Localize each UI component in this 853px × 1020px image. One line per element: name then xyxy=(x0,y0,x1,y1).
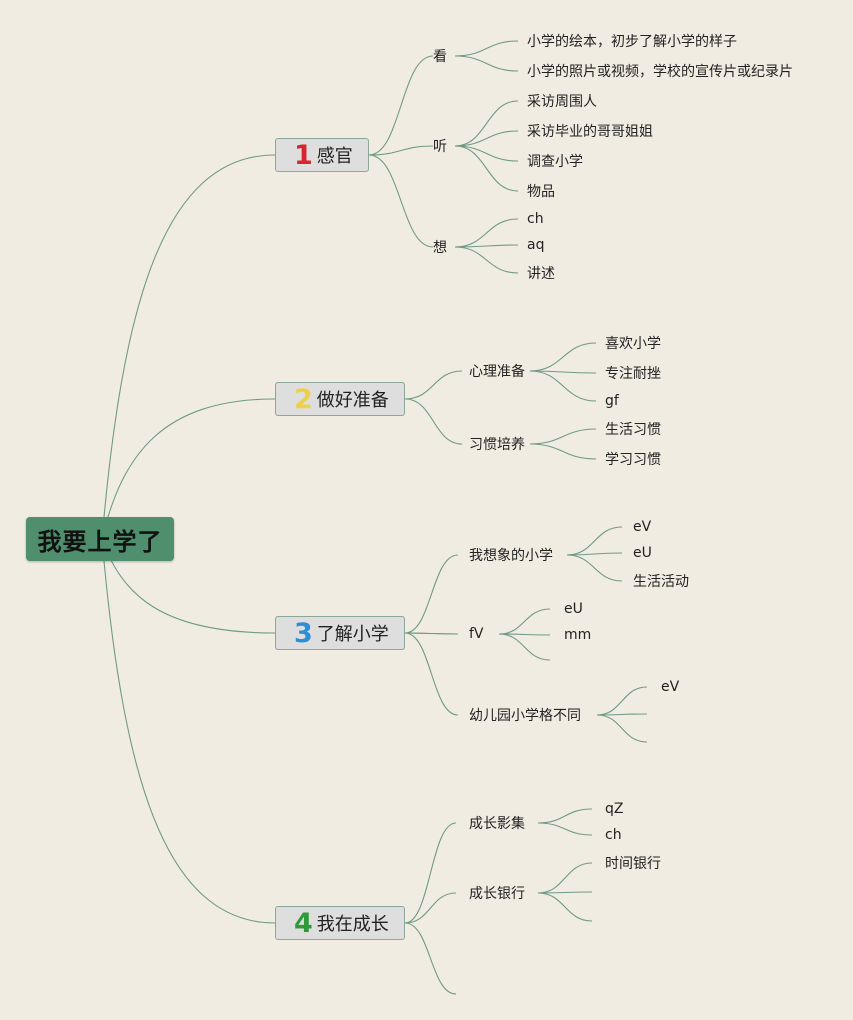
connector-line xyxy=(566,526,623,556)
subtopic-growth-album[interactable]: 成长影集 xyxy=(469,816,525,832)
leaf-item[interactable]: 调查小学 xyxy=(527,154,583,170)
connector-line xyxy=(368,145,434,156)
connector-line xyxy=(454,246,519,274)
leaf-item[interactable]: 喜欢小学 xyxy=(605,336,661,352)
connector-line xyxy=(404,632,459,635)
connector-line xyxy=(404,922,457,995)
subtopic-habits[interactable]: 习惯培养 xyxy=(469,437,525,453)
connector-line xyxy=(454,218,519,248)
leaf-item[interactable]: eV xyxy=(661,679,680,695)
branch-node-2[interactable]: 2 做好准备 xyxy=(275,382,405,416)
root-label: 我要上学了 xyxy=(37,527,163,556)
leaf-item[interactable]: qZ xyxy=(605,801,624,817)
leaf-item[interactable]: 生活活动 xyxy=(633,574,689,590)
branch-node-1[interactable]: 1 感官 xyxy=(275,138,369,172)
leaf-item[interactable]: ch xyxy=(605,827,622,843)
subtopic-think[interactable]: 想 xyxy=(433,240,447,256)
subtopic-fv[interactable]: fV xyxy=(469,626,484,642)
connector-line xyxy=(101,154,276,540)
leaf-item[interactable]: 专注耐挫 xyxy=(605,366,661,382)
connector-line xyxy=(537,892,593,922)
leaf-item[interactable]: gf xyxy=(605,393,619,409)
connector-line xyxy=(537,808,593,824)
leaf-item[interactable]: 小学的绘本，初步了解小学的样子 xyxy=(527,34,737,50)
connector-line xyxy=(529,370,597,374)
branch-label-3: 了解小学 xyxy=(316,624,389,645)
connector-line xyxy=(404,370,463,400)
connector-line xyxy=(404,892,457,924)
connector-line xyxy=(454,100,519,147)
leaf-item[interactable]: 物品 xyxy=(527,184,555,200)
branch-number-4: 4 xyxy=(294,907,313,939)
connector-line xyxy=(101,398,276,540)
branch-label-4: 我在成长 xyxy=(316,914,389,935)
connector-line xyxy=(404,398,463,445)
leaf-item[interactable]: eU xyxy=(564,601,583,617)
leaf-item[interactable]: aq xyxy=(527,237,545,253)
connector-line xyxy=(404,554,459,634)
connector-line xyxy=(566,554,623,582)
branch-number-2: 2 xyxy=(294,383,313,415)
connector-line xyxy=(454,244,519,248)
leaf-item[interactable]: eV xyxy=(633,519,652,535)
branch-number-3: 3 xyxy=(294,617,313,649)
subtopic-growth-bank[interactable]: 成长银行 xyxy=(469,886,525,902)
connector-line xyxy=(529,342,597,372)
connector-line xyxy=(454,130,519,147)
leaf-item[interactable]: eU xyxy=(633,545,652,561)
connector-line xyxy=(529,370,597,402)
leaf-item[interactable]: mm xyxy=(564,627,592,643)
connector-line xyxy=(101,538,276,924)
subtopic-imagined-school[interactable]: 我想象的小学 xyxy=(469,548,553,564)
leaf-item[interactable]: 采访毕业的哥哥姐姐 xyxy=(527,124,653,140)
connector-line xyxy=(404,822,457,924)
subtopic-mental-prep[interactable]: 心理准备 xyxy=(469,364,525,380)
connector-line xyxy=(498,633,551,661)
connector-line xyxy=(596,714,648,743)
branch-label-2: 做好准备 xyxy=(316,390,389,411)
connector-line xyxy=(404,632,459,716)
connector-line xyxy=(529,428,597,445)
connector-line xyxy=(454,55,519,72)
connector-line xyxy=(454,145,519,162)
root-node[interactable]: 我要上学了 xyxy=(26,517,174,561)
leaf-item[interactable]: 时间银行 xyxy=(605,856,661,872)
connector-line xyxy=(529,443,597,460)
leaf-item[interactable]: 生活习惯 xyxy=(605,422,661,438)
leaf-item[interactable]: 采访周围人 xyxy=(527,94,597,110)
connector-line xyxy=(454,40,519,57)
leaf-item[interactable]: 学习习惯 xyxy=(605,452,661,468)
connector-line xyxy=(368,55,434,156)
branch-number-1: 1 xyxy=(294,139,313,171)
leaf-item[interactable]: ch xyxy=(527,211,544,227)
branch-node-4[interactable]: 4 我在成长 xyxy=(275,906,405,940)
subtopic-differences[interactable]: 幼儿园小学格不同 xyxy=(469,708,581,724)
branch-label-1: 感官 xyxy=(316,146,353,167)
connector-line xyxy=(537,822,593,836)
connector-line xyxy=(537,862,593,894)
subtopic-see[interactable]: 看 xyxy=(433,49,447,65)
connector-line xyxy=(596,686,648,716)
connector-line xyxy=(368,154,434,248)
branch-node-3[interactable]: 3 了解小学 xyxy=(275,616,405,650)
leaf-item[interactable]: 讲述 xyxy=(527,266,555,282)
connector-line xyxy=(454,145,519,192)
connector-line xyxy=(498,608,551,635)
subtopic-listen[interactable]: 听 xyxy=(433,139,447,155)
leaf-item[interactable]: 小学的照片或视频，学校的宣传片或纪录片 xyxy=(527,64,793,80)
